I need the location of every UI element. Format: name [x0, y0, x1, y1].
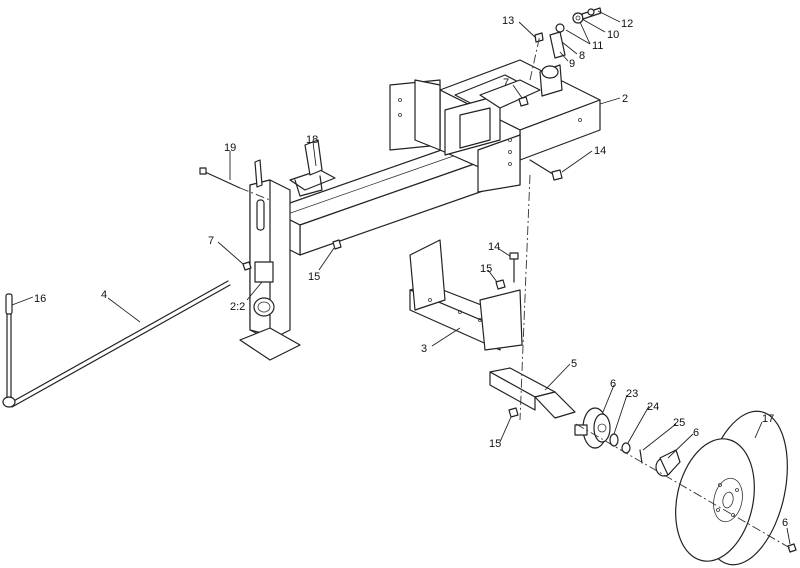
callout-2: 2 [622, 93, 628, 105]
tow-rod [2, 280, 231, 408]
callout-23: 23 [626, 388, 638, 400]
callout-17: 17 [762, 413, 774, 425]
callout-6-hub: 6 [610, 378, 616, 390]
callout-3: 3 [421, 343, 427, 355]
callout-16: 16 [34, 293, 46, 305]
callout-6-cap: 6 [693, 427, 699, 439]
callout-11: 11 [592, 40, 603, 52]
callout-25: 25 [673, 417, 685, 429]
leader-lines [11, 10, 791, 545]
callout-15-bracket: 15 [480, 263, 492, 275]
callout-8: 8 [579, 50, 585, 62]
callout-15-beam: 15 [308, 271, 320, 283]
bolt-washer-stack [529, 7, 602, 81]
callout-14-bracket: 14 [488, 241, 500, 253]
axle-mount-bracket [409, 239, 523, 351]
assembly-centerlines [239, 174, 791, 549]
fasteners [199, 96, 797, 553]
callout-4: 4 [101, 289, 107, 301]
wheel-tire [675, 410, 788, 566]
hub-bearing-parts [609, 433, 643, 464]
wheel-hub [574, 407, 611, 449]
callout-labels: 13 12 10 11 8 9 2 7 14 18 19 7 15 14 15 … [34, 15, 788, 529]
jack-stand [239, 159, 301, 361]
callout-2-2: 2:2 [230, 301, 245, 313]
callout-10: 10 [607, 29, 619, 41]
callout-14-housing: 14 [594, 145, 606, 157]
callout-9: 9 [569, 58, 575, 70]
callout-7-housing: 7 [503, 77, 509, 89]
callout-24: 24 [647, 401, 659, 413]
callout-12: 12 [621, 18, 633, 30]
tongue-handle [289, 139, 336, 197]
callout-15-lower: 15 [489, 438, 501, 450]
spindle-axle [489, 367, 576, 419]
callout-19: 19 [224, 142, 236, 154]
callout-6-nut: 6 [782, 517, 788, 529]
callout-7-stand: 7 [208, 235, 214, 247]
callout-5: 5 [571, 358, 577, 370]
callout-18: 18 [306, 134, 318, 146]
rear-housing [389, 59, 601, 193]
callout-13: 13 [502, 15, 514, 27]
dust-cap [655, 449, 681, 477]
